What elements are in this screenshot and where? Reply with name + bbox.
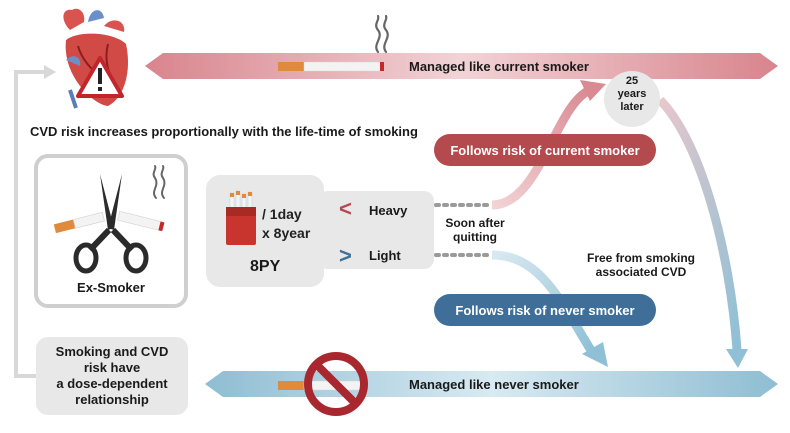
heavy-symbol: <	[339, 196, 352, 221]
pack-years-total: 8PY	[250, 258, 281, 275]
smoke-icon	[375, 14, 389, 54]
heavy-light-panel	[318, 191, 434, 269]
cigarette-pack-icon	[226, 190, 256, 245]
dose-dependent-line1: Smoking and CVD	[55, 344, 169, 359]
cvd-statement: CVD risk increases proportionally with t…	[30, 124, 418, 139]
current-smoker-band-label: Managed like current smoker	[409, 59, 589, 74]
free-from-cvd-line2: associated CVD	[595, 265, 687, 279]
per-day-text: / 1day	[262, 206, 302, 222]
dose-dependent-line2: risk have	[83, 360, 141, 375]
heart-with-warning-icon	[63, 8, 128, 109]
years-text: x 8year	[262, 225, 311, 241]
years-later-line2: years	[617, 88, 647, 100]
dose-loop-connector	[14, 70, 44, 378]
no-smoking-icon	[304, 352, 368, 416]
ex-smoker-label: Ex-Smoker	[77, 280, 145, 295]
light-symbol: >	[339, 243, 352, 268]
free-from-cvd-line1: Free from smoking	[586, 251, 696, 265]
dose-dependent-line3: a dose-dependent	[56, 376, 168, 391]
dose-dependent-line4: relationship	[75, 392, 149, 407]
cigarette-top-icon	[278, 61, 384, 72]
soon-after-quitting-line2: quitting	[453, 230, 497, 244]
dose-dependent-panel	[36, 337, 188, 415]
follows-current-risk-pill: Follows risk of current smoker	[434, 134, 656, 166]
follows-never-risk-pill: Follows risk of never smoker	[434, 294, 656, 326]
pack-years-panel	[206, 175, 324, 287]
never-smoker-band	[205, 371, 778, 397]
years-later-line3: later	[620, 101, 644, 113]
never-smoker-band-label: Managed like never smoker	[409, 377, 579, 392]
heavy-label: Heavy	[369, 203, 408, 218]
light-risk-arrow	[491, 250, 596, 355]
soon-after-quitting-line1: Soon after	[445, 216, 505, 230]
later-risk-arrow	[656, 96, 742, 351]
scissors-cutting-cigarette-icon	[53, 165, 166, 274]
light-label: Light	[369, 248, 401, 263]
years-later-line1: 25	[625, 75, 639, 87]
cigarette-bottom-icon	[278, 380, 367, 391]
years-later-badge	[604, 71, 660, 127]
ex-smoker-panel: Ex-Smoker	[34, 154, 188, 308]
